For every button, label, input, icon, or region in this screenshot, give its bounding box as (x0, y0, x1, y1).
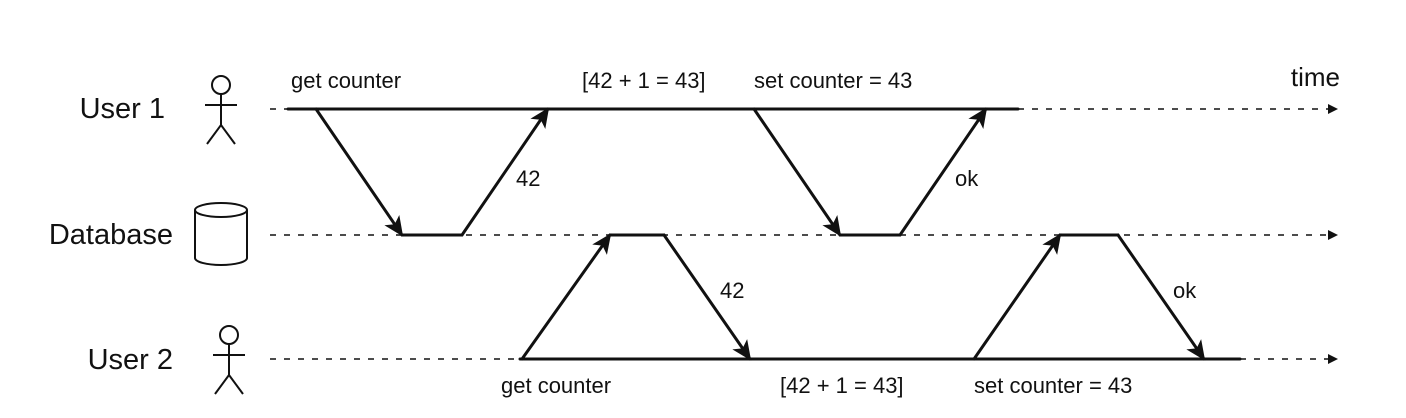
database-cylinder-icon (194, 202, 248, 266)
u1-compute-label: [42 + 1 = 43] (582, 68, 706, 93)
user2-stick-figure-icon (213, 325, 245, 395)
u2-read-value-label: 42 (720, 278, 744, 303)
u1-ack-label: ok (955, 166, 979, 191)
u2-set-request-arrow (972, 233, 1062, 361)
u1-set-request-arrow (752, 107, 842, 237)
u1-read-response-arrow (460, 107, 550, 237)
user1-label: User 1 (80, 93, 165, 125)
u2-ack-label: ok (1173, 278, 1197, 303)
u1-set-counter-label: set counter = 43 (754, 68, 912, 93)
user1-stick-figure-icon (205, 75, 237, 145)
u2-get-request-arrow (520, 233, 612, 361)
database-label: Database (49, 219, 173, 251)
u2-get-counter-label: get counter (501, 373, 611, 398)
u2-set-counter-label: set counter = 43 (974, 373, 1132, 398)
user2-label: User 2 (88, 344, 173, 376)
u1-get-request-arrow (314, 107, 404, 237)
u1-set-ack-arrow (898, 107, 988, 237)
u2-set-ack-arrow (1116, 233, 1206, 361)
u1-read-value-label: 42 (516, 166, 540, 191)
time-axis-label: time (1291, 62, 1340, 92)
u2-read-response-arrow (662, 233, 752, 361)
u1-get-counter-label: get counter (291, 68, 401, 93)
u2-compute-label: [42 + 1 = 43] (780, 373, 904, 398)
